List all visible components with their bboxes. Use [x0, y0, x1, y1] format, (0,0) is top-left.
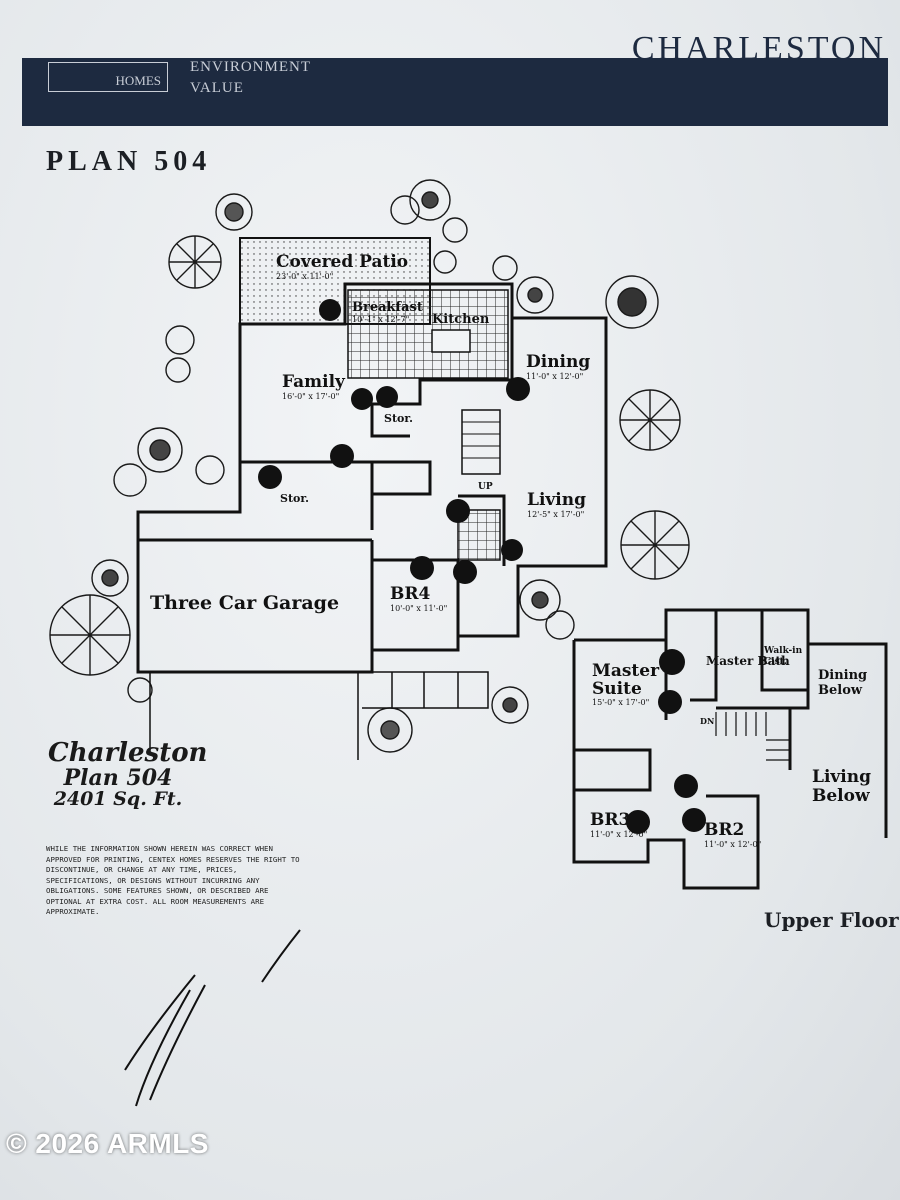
room-storage-2: Stor. — [280, 492, 309, 505]
room-master-bath: Master Bath — [706, 654, 790, 668]
room-covered-patio: Covered Patio 23'-0" x 11'-0" — [276, 252, 409, 281]
caption-plan-number: Plan 504 — [63, 765, 173, 792]
room-master-suite: Master Suite 15'-0" x 17'-0" — [592, 661, 660, 707]
upper-stairs — [715, 712, 790, 761]
room-dining: Dining 11'-0" x 12'-0" — [526, 352, 591, 381]
stairs-up-label: UP — [478, 482, 493, 492]
builder-logo: HOMES — [48, 62, 168, 92]
landscaping — [49, 179, 690, 753]
area-dining-below: Dining Below — [818, 668, 868, 698]
upper-floor-label: Upper Floor — [764, 908, 899, 932]
room-walkin-closet: Walk-in Clst. — [764, 646, 803, 667]
area-living-below: Living Below — [812, 767, 871, 806]
stairs-down-label: DN — [700, 716, 715, 726]
room-family: Family 16'-0" x 17'-0" — [282, 372, 345, 401]
pin-markers — [258, 299, 706, 834]
room-br2: BR2 11'-0" x 12'-0" — [704, 820, 762, 849]
pen-marks — [124, 929, 301, 1107]
header-banner — [22, 58, 888, 126]
disclaimer-text: While the information shown herein was c… — [46, 844, 300, 916]
room-breakfast: Breakfast 10'-1" x 12'-7" — [352, 300, 423, 324]
plan-caption: Charleston Plan 504 2401 Sq. Ft. — [48, 738, 208, 811]
room-living: Living 12'-5" x 17'-0" — [527, 490, 586, 519]
room-br4: BR4 10'-0" x 11'-0" — [390, 584, 448, 613]
breakfast-kitchen-tile — [347, 289, 509, 379]
banner-tagline-2: VALUE — [190, 80, 244, 96]
caption-model-name: Charleston — [48, 738, 208, 768]
room-garage: Three Car Garage — [150, 592, 340, 614]
banner-title: CHARLESTON — [631, 30, 886, 67]
logo-text: HOMES — [115, 73, 161, 88]
upper-floor-walls — [572, 608, 888, 890]
caption-square-feet: 2401 Sq. Ft. — [53, 788, 183, 811]
room-storage-1: Stor. — [384, 412, 413, 425]
plan-number: PLAN 504 — [46, 146, 212, 177]
copyright-watermark: © 2026 ARMLS — [6, 1128, 209, 1159]
room-br3: BR3 11'-0" x 12'-0" — [590, 810, 648, 839]
room-kitchen: Kitchen — [432, 312, 490, 327]
driveway — [149, 671, 489, 760]
banner-tagline-1: ENVIRONMENT — [190, 59, 311, 75]
kitchen-island — [431, 329, 471, 353]
